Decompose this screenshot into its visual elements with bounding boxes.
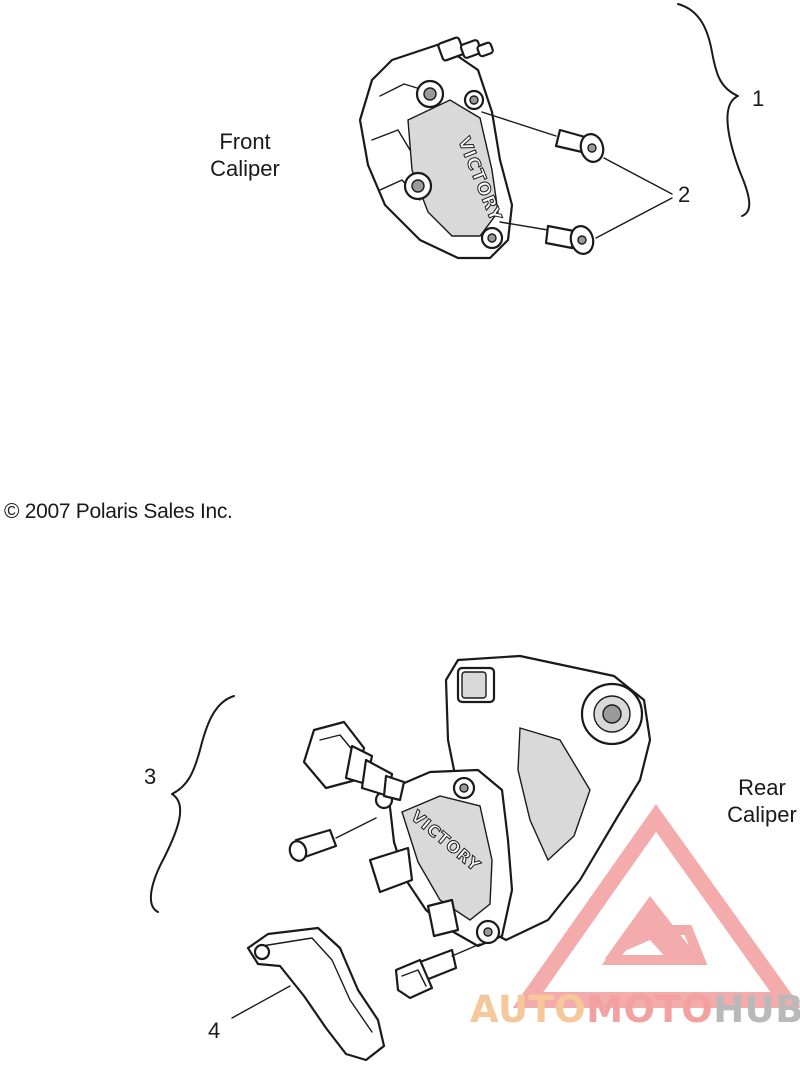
rear-slide-pin bbox=[288, 828, 338, 862]
automotohub-watermark: AUTOMOTOHUB bbox=[470, 988, 800, 1031]
front-assembly-bracket bbox=[677, 3, 751, 217]
rear-caliper-title-line2: Caliper bbox=[727, 802, 797, 827]
front-caliper-title-line2: Caliper bbox=[210, 156, 280, 181]
front-caliper-title: Front Caliper bbox=[190, 128, 300, 182]
rear-caliper-title-line1: Rear bbox=[738, 775, 786, 800]
rear-caliper-pad-tab bbox=[368, 846, 414, 894]
rear-bracket-cutout bbox=[517, 727, 591, 862]
rear-mount-bolt bbox=[394, 948, 458, 1000]
rear-assembly-bracket bbox=[149, 695, 235, 913]
callout-4: 4 bbox=[208, 1018, 221, 1043]
front-bolt-upper bbox=[554, 128, 605, 163]
front-caliper-title-line1: Front bbox=[219, 129, 271, 154]
callout-1: 1 bbox=[752, 86, 765, 111]
callout-3: 3 bbox=[144, 764, 157, 789]
front-bleed-valve bbox=[437, 36, 494, 62]
rear-hydraulic-fitting bbox=[302, 720, 406, 802]
automotohub-logo-mark bbox=[512, 804, 800, 1008]
callout-2: 2 bbox=[678, 182, 691, 207]
watermark-part-hub: HUB bbox=[713, 988, 800, 1031]
front-bolt-lower bbox=[544, 224, 595, 255]
watermark-part-moto: MOTO bbox=[586, 988, 714, 1031]
rear-caliper-title: Rear Caliper bbox=[712, 774, 800, 828]
rear-caliper-clip bbox=[246, 926, 386, 1062]
copyright-notice: © 2007 Polaris Sales Inc. bbox=[4, 500, 233, 523]
rear-caliper-drawing: VICTORY bbox=[149, 654, 652, 1062]
front-caliper-drawing: VICTORY bbox=[358, 3, 751, 260]
watermark-part-auto: AUTO bbox=[470, 988, 587, 1031]
